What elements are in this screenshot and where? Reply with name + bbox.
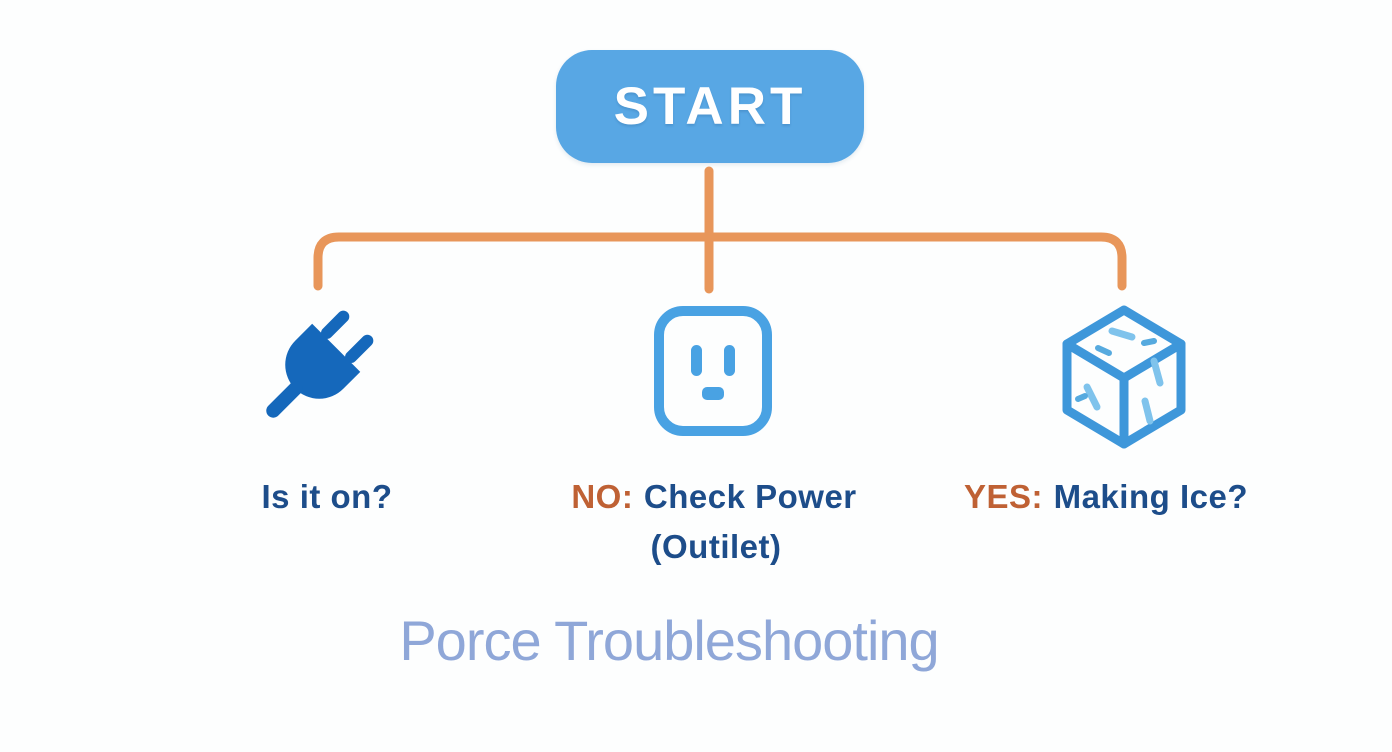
cube-speck — [1075, 393, 1088, 402]
diagram-caption: Porce Troubleshooting — [399, 609, 939, 672]
branch-text: Check Power — [643, 478, 857, 515]
plug-body — [285, 323, 361, 399]
power-outlet-icon — [654, 306, 772, 436]
cube-speck — [1150, 357, 1164, 387]
cube-speck — [1141, 397, 1154, 425]
cube-speck — [1095, 345, 1112, 356]
branch-label-no-check-power: NO:Check Power — [571, 478, 856, 516]
outlet-body — [654, 306, 772, 436]
plug-prong — [321, 310, 350, 339]
power-plug-icon — [266, 310, 374, 418]
branch-prefix: YES: — [964, 478, 1044, 515]
branch-label-is-it-on: Is it on? — [262, 478, 393, 516]
outlet-slot-left — [691, 345, 702, 376]
start-node-label: START — [613, 77, 807, 136]
branch-text: Making Ice? — [1053, 478, 1248, 515]
branch-text-line2: (Outilet) — [650, 528, 782, 565]
ice-cube-icon — [1062, 305, 1186, 449]
branch-label-yes-making-ice: YES:Making Ice? — [964, 478, 1248, 516]
connector-bracket-line — [313, 232, 1127, 291]
outlet-ground-slot — [702, 387, 724, 400]
outlet-slot-right — [724, 345, 735, 376]
cube-speck — [1141, 338, 1157, 346]
start-node: START — [556, 50, 864, 163]
cube-speck — [1083, 383, 1101, 411]
plug-cord — [266, 381, 303, 418]
plug-prong — [345, 334, 374, 363]
branch-prefix: NO: — [571, 478, 634, 515]
cube-inner-edges — [1062, 339, 1186, 449]
branch-label-outlet-line2: (Outilet) — [651, 528, 782, 566]
branch-text: Is it on? — [261, 478, 393, 515]
cube-speck — [1108, 327, 1136, 341]
